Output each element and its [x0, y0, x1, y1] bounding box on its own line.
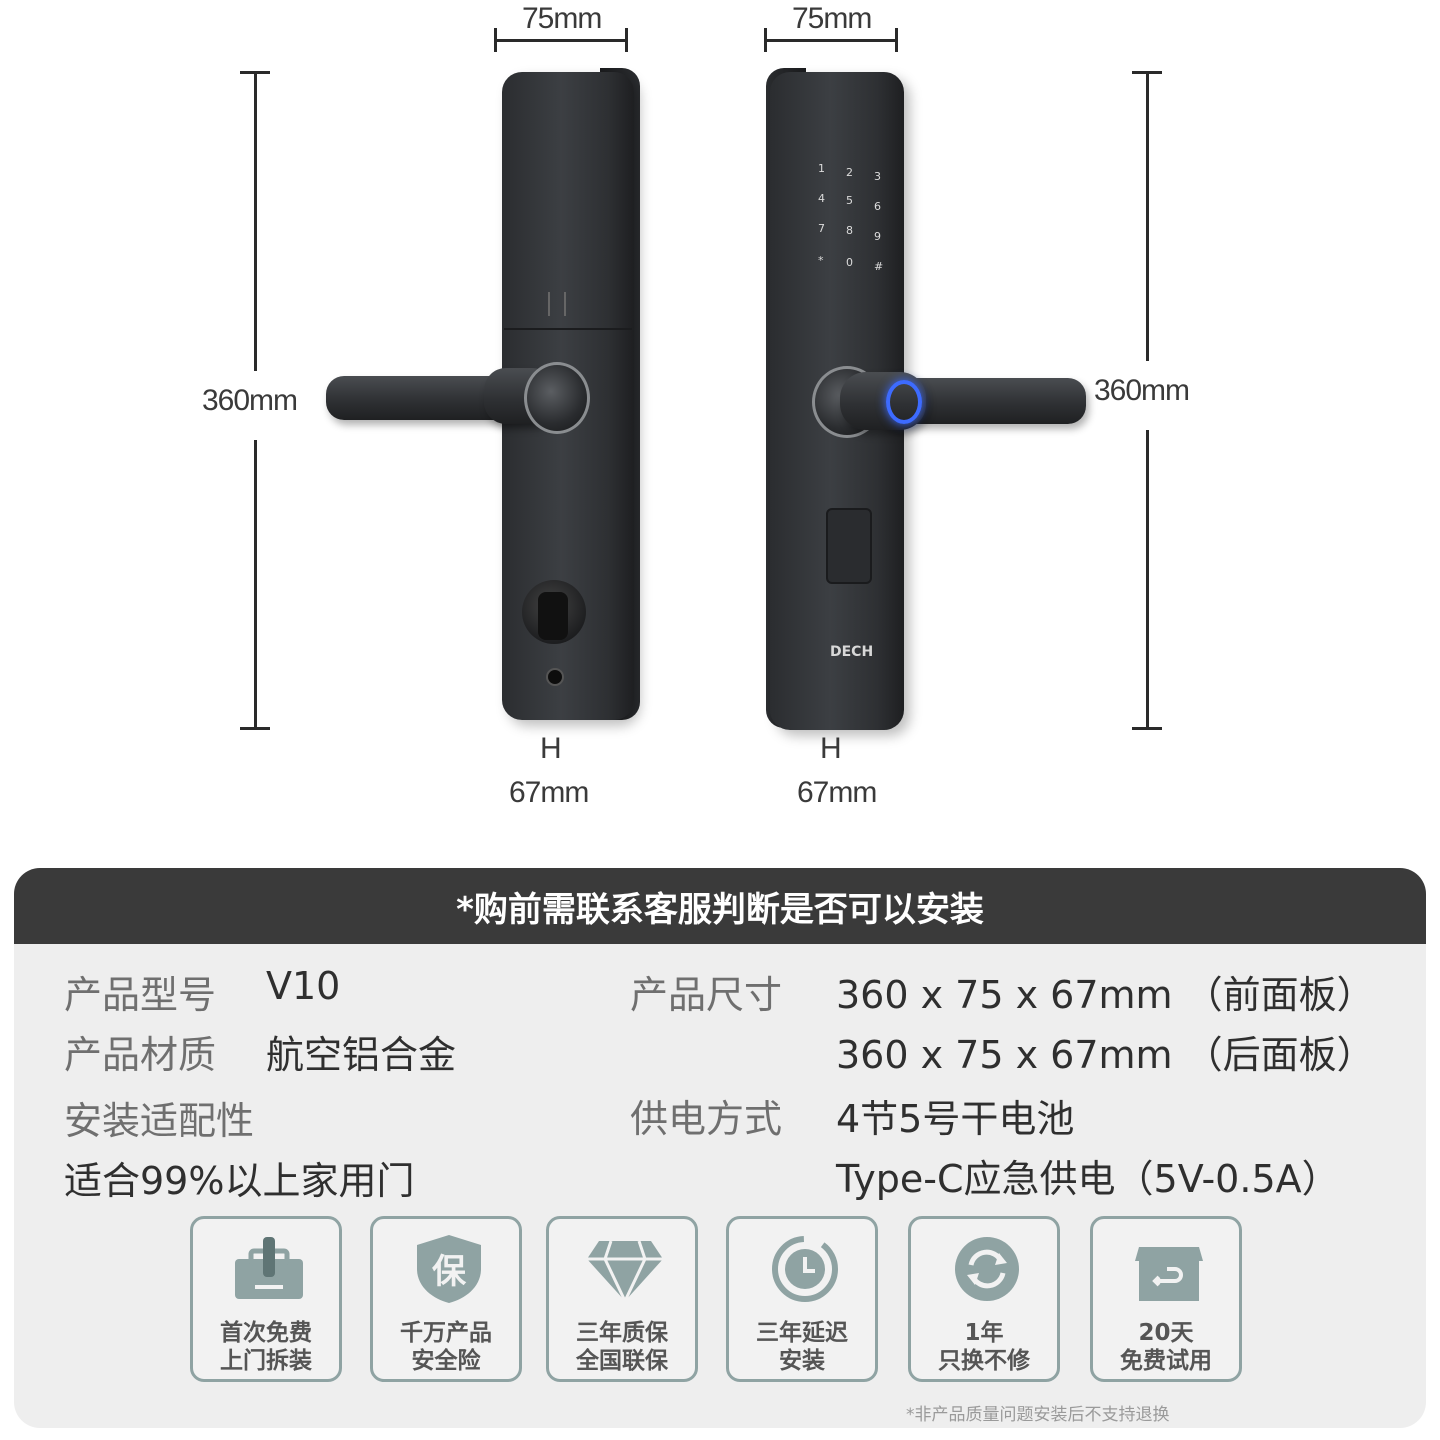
return-box-icon: [1135, 1247, 1203, 1301]
keypad-key[interactable]: 7: [818, 222, 825, 235]
keypad-key[interactable]: 8: [846, 224, 853, 237]
depth-label-front: 67mm: [509, 776, 589, 809]
badge-line1: 千万产品: [400, 1320, 492, 1346]
width-line-front: [494, 39, 628, 42]
keypad-key[interactable]: 2: [846, 166, 853, 179]
shield-icon: 保: [417, 1235, 481, 1303]
height-line-left: [254, 71, 257, 371]
size-front-value: 360 x 75 x 67mm （前面板）: [836, 973, 1375, 1017]
keypad-key[interactable]: 0: [846, 256, 853, 269]
keypad-key[interactable]: 3: [874, 170, 881, 183]
keypad-key[interactable]: 9: [874, 230, 881, 243]
compat-value: 适合99%以上家用门: [64, 1159, 415, 1203]
height-label-right: 360mm: [1094, 374, 1190, 407]
depth-symbol-back: H: [820, 732, 842, 765]
width-label-front: 75mm: [522, 2, 602, 35]
badge-line2: 只换不修: [938, 1348, 1030, 1374]
badge-line1: 首次免费: [220, 1320, 312, 1346]
material-value: 航空铝合金: [266, 1033, 457, 1077]
battery-cover-icon: [548, 292, 566, 316]
badge-line1: 1年: [964, 1320, 1004, 1346]
width-line-back: [764, 39, 898, 42]
badge-line2: 安装: [779, 1348, 825, 1374]
badge-line2: 全国联保: [576, 1348, 668, 1374]
badge-line1: 三年质保: [576, 1320, 668, 1346]
diamond-icon: [587, 1240, 663, 1305]
badge-line2: 免费试用: [1120, 1348, 1212, 1374]
power-value-typec: Type-C应急供电（5V-0.5A）: [836, 1157, 1340, 1201]
keypad-key[interactable]: #: [874, 260, 884, 273]
brand-logo: DECH: [830, 644, 874, 660]
service-badge-install: 首次免费 上门拆装: [190, 1216, 342, 1382]
toolbox-icon: [235, 1237, 303, 1299]
width-label-back: 75mm: [792, 2, 872, 35]
power-label: 供电方式: [630, 1097, 783, 1141]
model-value: V10: [266, 964, 341, 1008]
badge-line1: 20天: [1138, 1320, 1194, 1346]
refresh-icon: [955, 1237, 1019, 1301]
height-label-left: 360mm: [202, 384, 298, 417]
depth-symbol-front: H: [540, 732, 562, 765]
size-label: 产品尺寸: [630, 973, 783, 1017]
badge-line1: 三年延迟: [756, 1320, 848, 1346]
service-badge-trial: 20天 免费试用: [1090, 1216, 1242, 1382]
keypad-key[interactable]: 5: [846, 194, 853, 207]
service-badge-warranty: 三年质保 全国联保: [546, 1216, 698, 1382]
model-label: 产品型号: [64, 973, 217, 1017]
height-line-right: [1146, 71, 1149, 361]
keypad-key[interactable]: *: [818, 254, 824, 267]
keypad-key[interactable]: 1: [818, 162, 825, 175]
service-badge-replace: 1年 只换不修: [908, 1216, 1060, 1382]
install-notice: *购前需联系客服判断是否可以安装: [14, 868, 1426, 944]
keypad-key[interactable]: 4: [818, 192, 825, 205]
return-policy-note: *非产品质量问题安装后不支持退换: [906, 1405, 1170, 1425]
service-badge-insurance: 保 千万产品 安全险: [370, 1216, 522, 1382]
material-label: 产品材质: [64, 1033, 217, 1077]
keyhole-icon: [546, 668, 564, 686]
badge-line2: 上门拆装: [220, 1348, 312, 1374]
card-reader-window: [826, 508, 872, 584]
clock-icon: [772, 1236, 838, 1302]
depth-label-back: 67mm: [797, 776, 877, 809]
size-back-value: 360 x 75 x 67mm （后面板）: [836, 1033, 1375, 1077]
compat-label: 安装适配性: [64, 1099, 255, 1143]
power-value-battery: 4节5号干电池: [836, 1097, 1075, 1141]
lock-inner-rosette: [524, 362, 590, 434]
svg-text:保: 保: [432, 1252, 467, 1292]
service-badge-delay: 三年延迟 安装: [726, 1216, 878, 1382]
badge-line2: 安全险: [411, 1348, 481, 1374]
keypad-key[interactable]: 6: [874, 200, 881, 213]
fingerprint-sensor-icon[interactable]: [886, 380, 922, 424]
